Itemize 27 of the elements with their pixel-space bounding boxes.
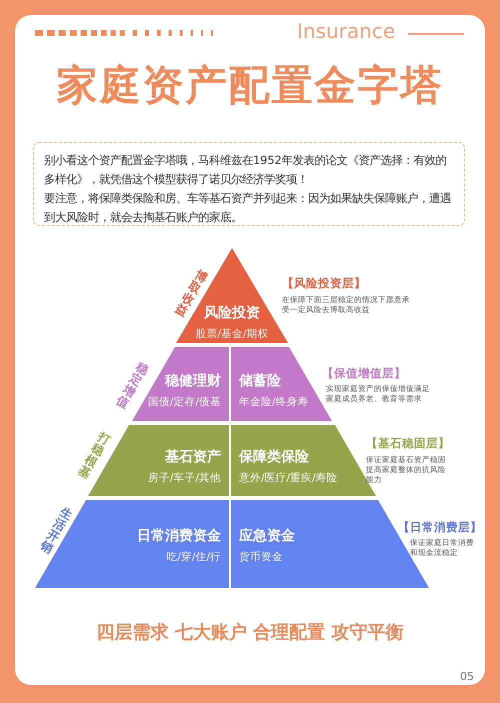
side-label: 生活开销 [38, 505, 76, 557]
tier-heading: 保障类保险 [239, 448, 309, 466]
intro-box [33, 142, 465, 226]
title: 家庭资产配置金字塔 [56, 60, 444, 111]
slogan: 四层需求 七大账户 合理配置 攻守平衡 [96, 621, 404, 644]
side-label: 打稳根基 [76, 430, 114, 482]
tier-examples: 吃/穿/住/行 [166, 550, 221, 565]
tier-examples: 年金险/终身寿 [239, 395, 309, 410]
header-word: Insurance [297, 19, 396, 43]
intro-paragraph: 别小看这个资产配置金字塔哦，马科维兹在1952年发表的论文《资产选择：有效的多样化》，就凭借这个模型获得了诺贝尔经济学奖项！ [44, 153, 448, 188]
tier-examples: 意外/医疗/重疾/寿险 [239, 471, 338, 486]
tier-examples: 房子/车子/其他 [148, 471, 221, 486]
tier-heading: 稳健理财 [165, 372, 221, 390]
tier-heading: 基石资产 [165, 448, 221, 466]
tier-heading: 日常消费资金 [137, 527, 221, 545]
page-number: 05 [460, 670, 474, 683]
tier-examples: 国债/定存/债基 [148, 395, 221, 410]
tier-examples: 股票/基金/期权 [195, 327, 269, 342]
tier-heading: 风险投资 [204, 304, 260, 322]
intro-paragraph: 要注意，将保障类保险和房、车等基石资产并列起来：因为如果缺失保障账户，遭遇到大风险时，就会去掏基石账户的家底。 [44, 191, 452, 226]
tier-examples: 货币资金 [239, 550, 283, 565]
tier-heading: 储蓄险 [239, 372, 281, 390]
layer-title: 【基石稳固层】 [366, 436, 450, 451]
layer-title: 【日常消费层】 [398, 520, 482, 535]
layer-title: 【保值增值层】 [322, 366, 406, 381]
layer-title: 【风险投资层】 [282, 276, 366, 291]
tier-heading: 应急资金 [239, 527, 295, 545]
